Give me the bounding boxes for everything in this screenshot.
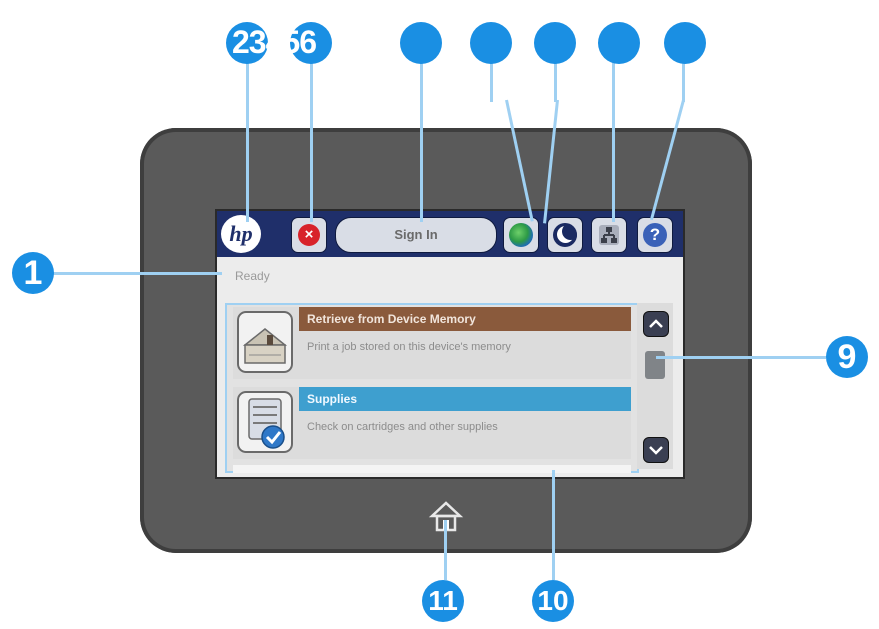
callout-1-leader bbox=[52, 272, 222, 275]
chevron-down-icon bbox=[649, 446, 663, 455]
callout-3-marker bbox=[290, 22, 332, 64]
sleep-button[interactable] bbox=[547, 217, 583, 253]
callout-2-marker bbox=[226, 22, 268, 64]
callout-11: 11 bbox=[422, 580, 464, 622]
touchscreen: hp × Sign In ? bbox=[215, 209, 685, 479]
callout-9: 9 bbox=[826, 336, 868, 378]
callout-2-6-label: 23456 bbox=[232, 24, 317, 60]
top-bar: hp × Sign In ? bbox=[217, 211, 683, 257]
callout-11-leader bbox=[444, 520, 447, 580]
stop-icon: × bbox=[298, 224, 320, 246]
status-text: Ready bbox=[235, 269, 270, 283]
callout-6-leader bbox=[554, 62, 557, 102]
callout-2-leader bbox=[246, 62, 249, 222]
list-item-supplies[interactable]: Supplies Check on cartridges and other s… bbox=[233, 387, 631, 459]
scroll-up-button[interactable] bbox=[643, 311, 669, 337]
callout-8-marker bbox=[664, 22, 706, 64]
app-list: Retrieve from Device Memory Print a job … bbox=[225, 303, 639, 473]
callout-5-leader bbox=[490, 62, 493, 102]
callout-7-leader bbox=[612, 62, 615, 222]
stop-button[interactable]: × bbox=[291, 217, 327, 253]
list-item-retrieve[interactable]: Retrieve from Device Memory Print a job … bbox=[233, 307, 631, 379]
callout-10-leader bbox=[552, 470, 555, 580]
callout-10: 10 bbox=[532, 580, 574, 622]
callout-4-leader bbox=[420, 62, 423, 222]
supplies-icon bbox=[237, 391, 293, 453]
list-item-partial[interactable] bbox=[233, 465, 631, 473]
device-memory-icon bbox=[237, 311, 293, 373]
hp-logo-button[interactable]: hp bbox=[221, 215, 261, 253]
help-button[interactable]: ? bbox=[637, 217, 673, 253]
callout-4-marker bbox=[400, 22, 442, 64]
callout-3-leader bbox=[310, 62, 313, 222]
moon-icon bbox=[553, 223, 577, 247]
list-item-desc: Check on cartridges and other supplies bbox=[307, 421, 498, 433]
callout-1: 1 bbox=[12, 252, 54, 294]
sign-in-label: Sign In bbox=[394, 227, 438, 242]
scroll-down-button[interactable] bbox=[643, 437, 669, 463]
list-item-title: Supplies bbox=[299, 387, 631, 411]
callout-7-marker bbox=[598, 22, 640, 64]
list-item-desc: Print a job stored on this device's memo… bbox=[307, 341, 511, 353]
chevron-up-icon bbox=[649, 319, 663, 328]
globe-icon bbox=[509, 223, 533, 247]
callout-8-leader bbox=[682, 62, 685, 102]
sign-in-button[interactable]: Sign In bbox=[335, 217, 497, 253]
network-button[interactable] bbox=[591, 217, 627, 253]
callout-9-leader bbox=[656, 356, 826, 359]
network-icon bbox=[599, 225, 619, 245]
callout-6-marker bbox=[534, 22, 576, 64]
language-button[interactable] bbox=[503, 217, 539, 253]
callout-5-marker bbox=[470, 22, 512, 64]
list-item-title: Retrieve from Device Memory bbox=[299, 307, 631, 331]
help-icon: ? bbox=[643, 223, 667, 247]
